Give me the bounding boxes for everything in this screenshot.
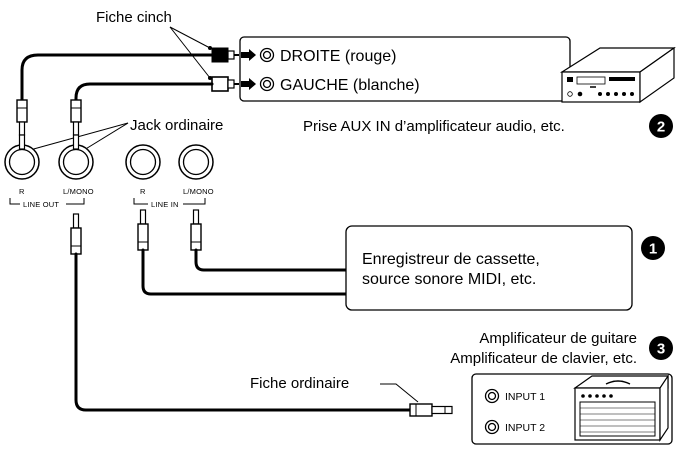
line-out-r-label: R bbox=[19, 187, 25, 196]
recorder-box bbox=[345, 225, 633, 311]
line-out-bracket bbox=[66, 198, 85, 205]
recorder-label-line1: Enregistreur de cassette, bbox=[362, 251, 540, 268]
line-out-label: LINE OUT bbox=[23, 200, 59, 209]
jack-plug-icon bbox=[190, 209, 202, 251]
leader-line bbox=[380, 383, 419, 403]
rca-plug-label: Fiche cinch bbox=[96, 9, 172, 26]
left-input-jack-icon bbox=[259, 76, 275, 92]
jack-plug-icon bbox=[70, 99, 82, 136]
aux-in-caption: Prise AUX IN d’amplificateur audio, etc. bbox=[303, 118, 565, 135]
arrow-right-icon bbox=[241, 78, 256, 90]
jack-plug-icon bbox=[70, 213, 82, 255]
left-white-label: GAUCHE (blanche) bbox=[280, 77, 420, 94]
line-in-lmono-label: L/MONO bbox=[183, 187, 214, 196]
input1-label: INPUT 1 bbox=[505, 391, 545, 403]
step-two-number: 2 bbox=[657, 119, 665, 136]
input2-jack-icon bbox=[484, 419, 500, 435]
step-three-number: 3 bbox=[657, 341, 665, 358]
line-in-r-jack-icon bbox=[125, 144, 161, 180]
step-one-badge bbox=[641, 236, 665, 260]
guitar-amp-icon bbox=[573, 374, 669, 442]
plain-jack-label: Jack ordinaire bbox=[130, 117, 223, 134]
line-out-r-jack-icon bbox=[4, 144, 40, 180]
right-red-label: DROITE (rouge) bbox=[280, 48, 396, 65]
step-two-badge bbox=[649, 114, 673, 138]
keyboard-amp-label: Amplificateur de clavier, etc. bbox=[450, 350, 637, 367]
line-in-label: LINE IN bbox=[151, 200, 179, 209]
line-out-lmono-label: L/MONO bbox=[63, 187, 94, 196]
input2-label: INPUT 2 bbox=[505, 422, 545, 434]
plain-plug-icon bbox=[409, 403, 453, 417]
rca-plug-red-icon bbox=[211, 47, 239, 63]
cable-left bbox=[74, 82, 214, 102]
guitar-amp-label: Amplificateur de guitare bbox=[479, 330, 637, 347]
rca-plug-white-icon bbox=[211, 76, 239, 92]
line-in-bracket bbox=[183, 198, 206, 205]
cable-line-in-r bbox=[141, 248, 348, 296]
line-out-bracket bbox=[9, 198, 20, 205]
plain-plug-label: Fiche ordinaire bbox=[250, 375, 349, 392]
leader-line bbox=[169, 26, 211, 49]
cable-line-out bbox=[74, 252, 412, 412]
input1-jack-icon bbox=[484, 388, 500, 404]
audio-amplifier-icon bbox=[559, 46, 676, 104]
line-in-r-label: R bbox=[140, 187, 146, 196]
leader-line bbox=[169, 26, 211, 79]
step-one-number: 1 bbox=[649, 241, 657, 258]
cable-line-in-l bbox=[194, 248, 348, 272]
recorder-label-line2: source sonore MIDI, etc. bbox=[362, 271, 536, 288]
step-three-badge bbox=[649, 336, 673, 360]
cable-right bbox=[20, 53, 214, 102]
line-in-bracket bbox=[133, 198, 148, 205]
leader-line bbox=[83, 122, 129, 151]
line-out-l-jack-icon bbox=[58, 144, 94, 180]
jack-plug-icon bbox=[16, 99, 28, 136]
arrow-right-icon bbox=[241, 49, 256, 61]
jack-plug-icon bbox=[137, 209, 149, 251]
line-in-l-jack-icon bbox=[178, 144, 214, 180]
right-input-jack-icon bbox=[259, 47, 275, 63]
